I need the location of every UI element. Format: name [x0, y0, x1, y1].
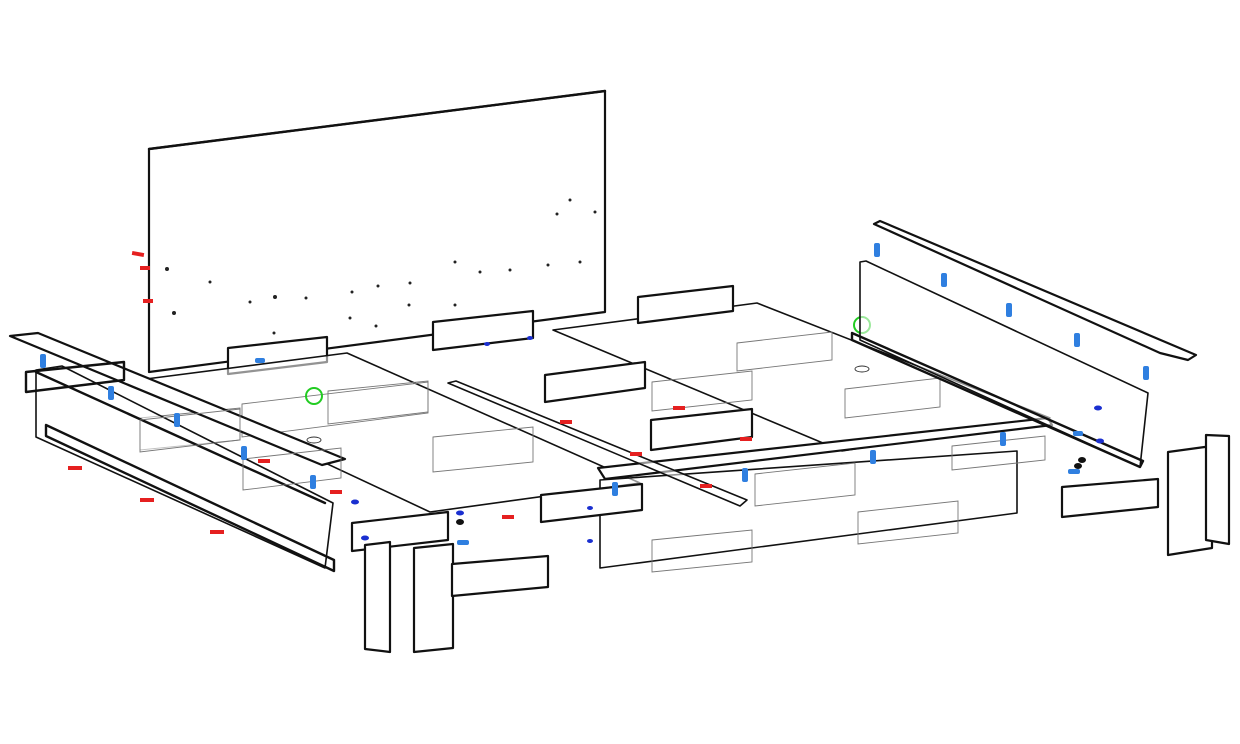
cam-locks — [351, 336, 1104, 543]
center-beam — [596, 416, 1054, 573]
nuts — [456, 457, 1086, 525]
right-slat-base — [552, 284, 1051, 452]
headboard — [147, 89, 607, 376]
left-side-rail — [8, 331, 347, 573]
legs — [350, 433, 1231, 654]
bolts — [40, 243, 1149, 545]
connector-icon — [305, 387, 323, 405]
right-side-rail — [850, 219, 1198, 469]
dowels — [68, 250, 752, 534]
headboard-holes — [165, 198, 597, 335]
